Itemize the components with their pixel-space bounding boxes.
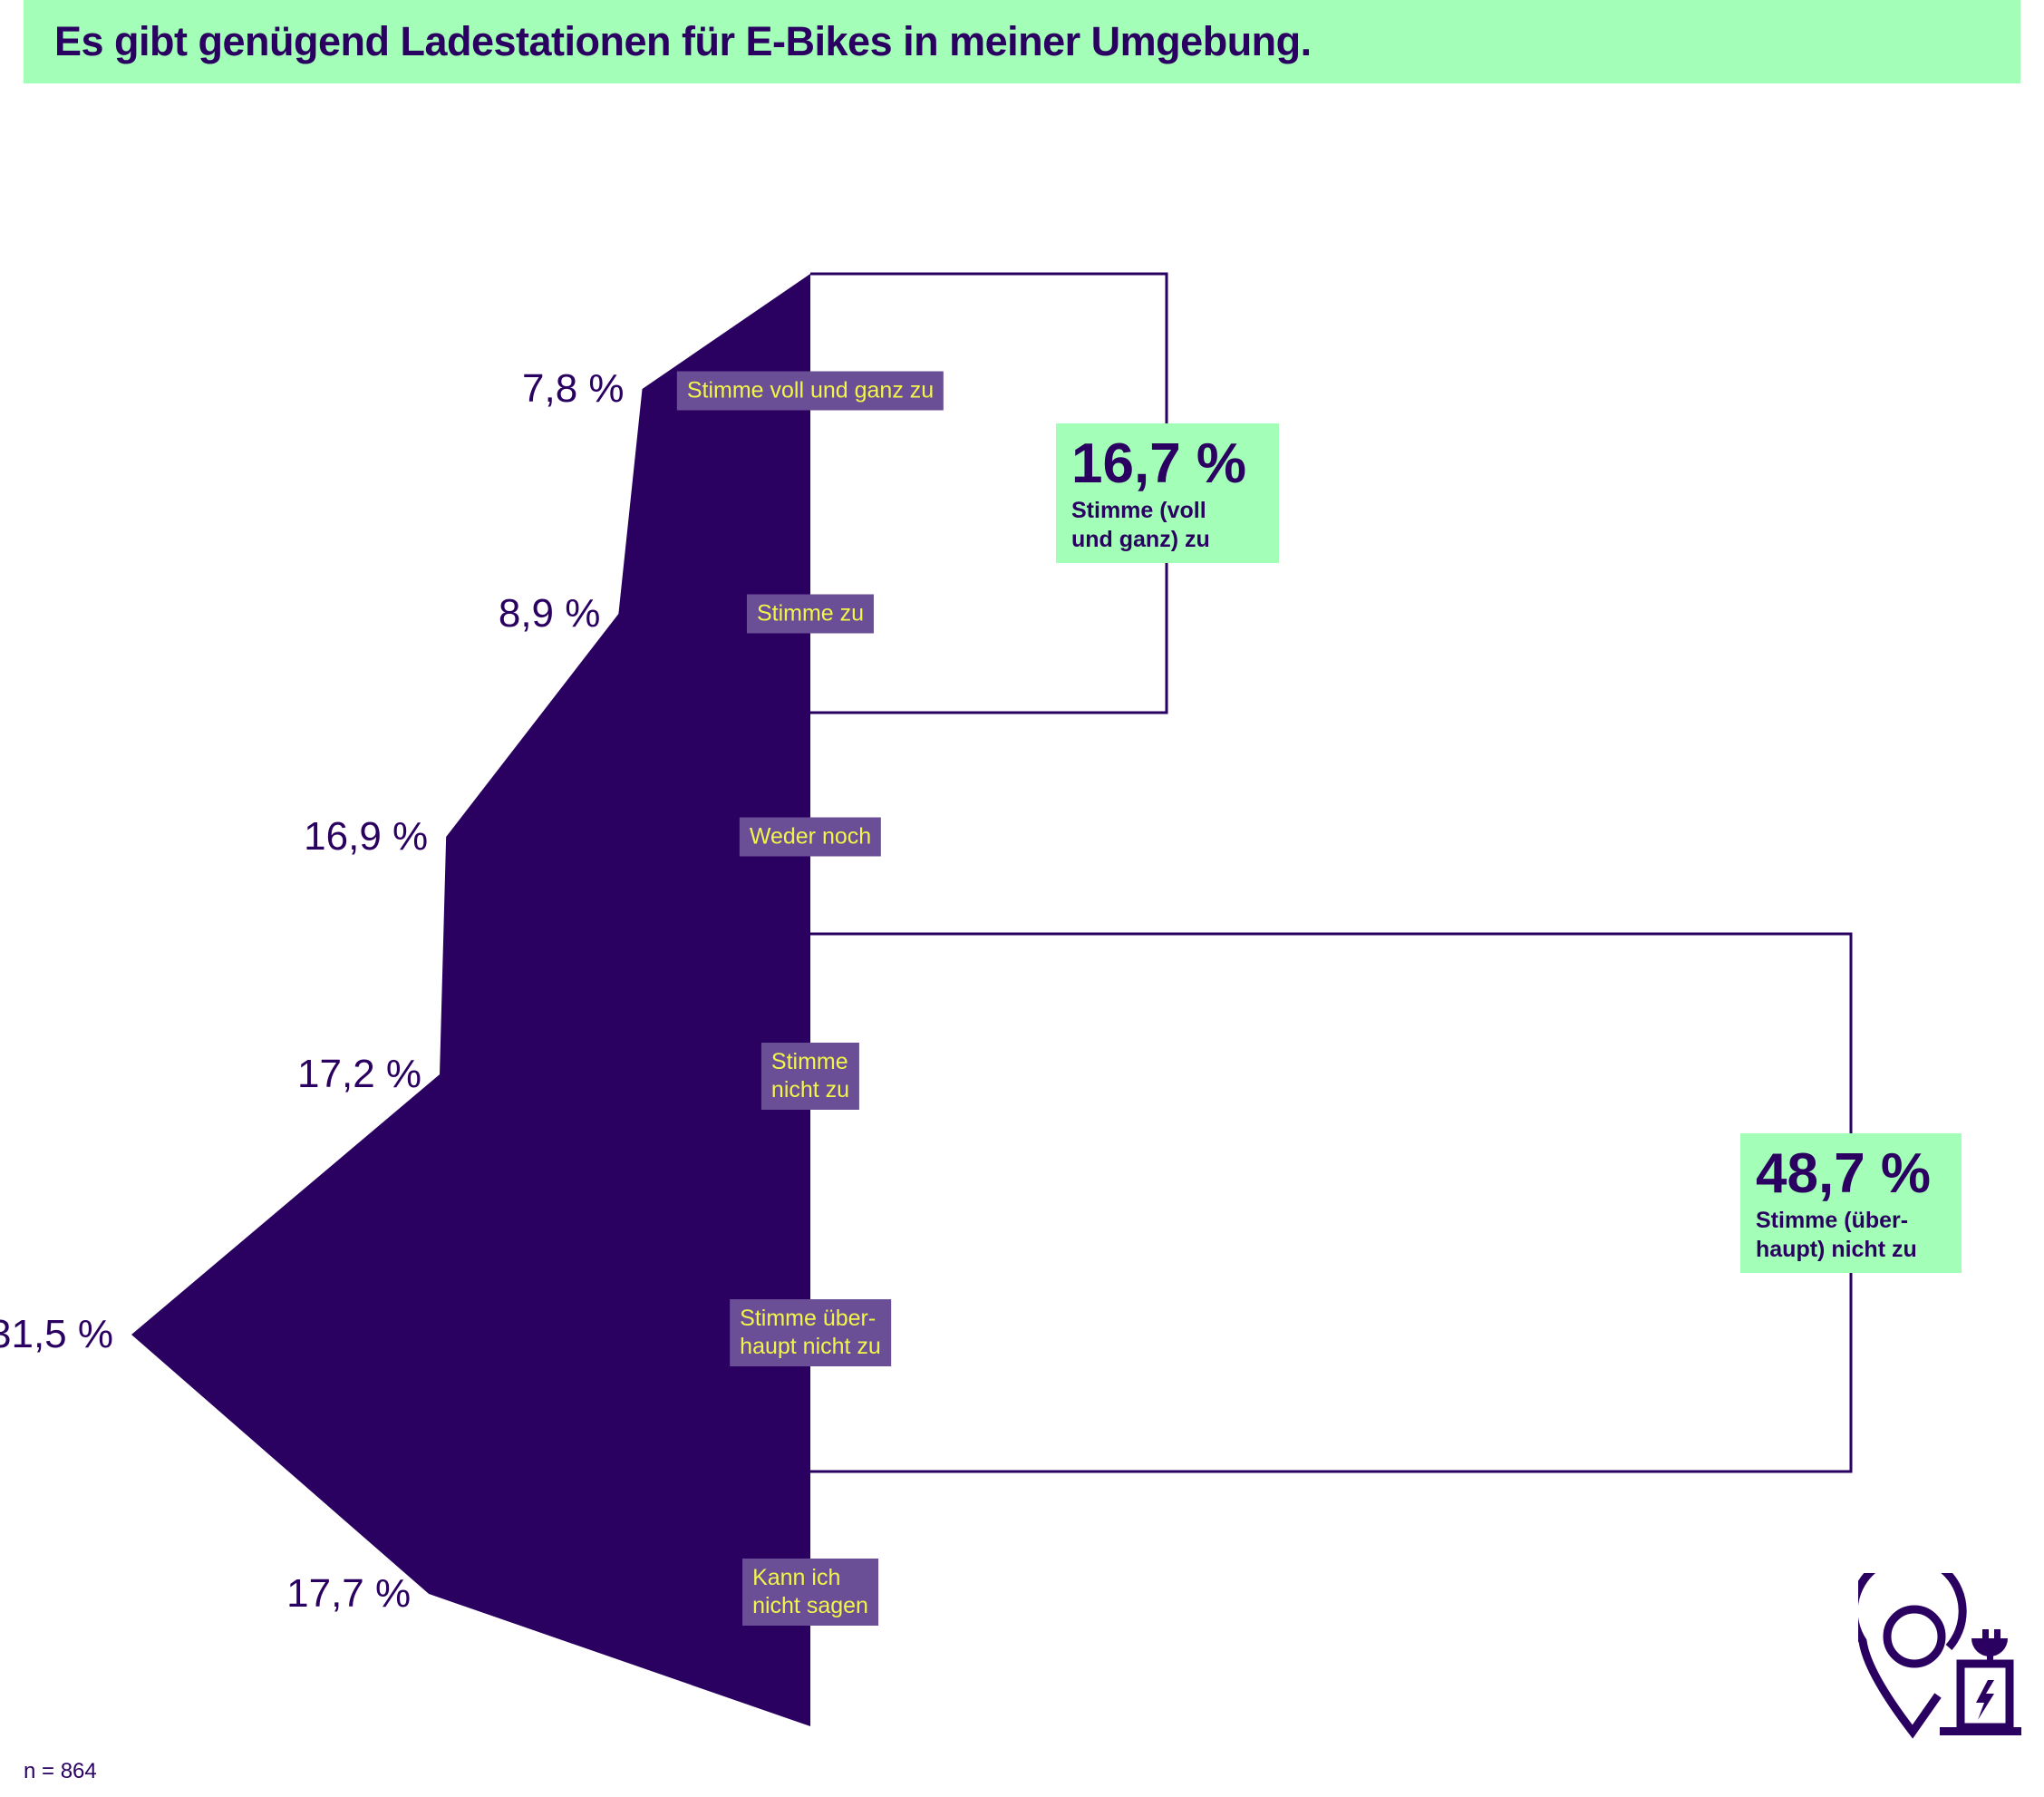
group-value: 16,7 % [1071,432,1247,495]
value-label: 7,8 % [522,366,625,411]
group-summary-box: 16,7 % Stimme (voll und ganz) zu [1056,423,1279,563]
group-value: 48,7 % [1756,1142,1932,1205]
category-label-line: Stimme voll und ganz zu [686,377,935,403]
category-label-line: Kann ich [752,1565,841,1590]
title-bar: Es gibt genügend Ladestationen für E-Bik… [24,0,2020,83]
group-label-line: haupt) nicht zu [1756,1237,1917,1262]
category-label: Weder noch [739,817,882,857]
category-label-line: haupt nicht zu [740,1334,881,1359]
category-label-line: Weder noch [749,823,872,850]
group-label-line: Stimme (voll [1071,498,1206,523]
value-label: 17,7 % [286,1571,412,1616]
category-label: Kann ich nicht sagen [742,1559,878,1626]
category-label: Stimme voll und ganz zu [676,371,945,411]
chart-title: Es gibt genügend Ladestationen für E-Bik… [54,18,1312,64]
category-label-line: nicht sagen [752,1593,868,1618]
value-label: 16,9 % [304,814,429,859]
distribution-shape [131,274,810,1726]
sample-size-note: n = 864 [24,1759,97,1783]
charging-station-location-icon [1858,1573,2021,1739]
group-summary-box: 48,7 % Stimme (über-haupt) nicht zu [1740,1133,1962,1273]
category-label: Stimme über-haupt nicht zu [730,1299,891,1366]
category-label-line: Stimme über- [740,1306,877,1331]
category-label: Stimme nicht zu [760,1043,860,1110]
category-label-line: nicht zu [770,1077,850,1102]
category-label: Stimme zu [746,594,875,634]
group-label-line: Stimme (über- [1756,1208,1909,1233]
group-bracket-2 [810,932,1853,1473]
value-label: 31,5 % [0,1312,113,1356]
category-label-line: Stimme [770,1049,848,1074]
group-label-line: und ganz) zu [1071,527,1210,552]
value-label: 17,2 % [297,1052,422,1096]
category-label-line: Stimme zu [756,600,865,627]
value-label: 8,9 % [498,591,601,636]
